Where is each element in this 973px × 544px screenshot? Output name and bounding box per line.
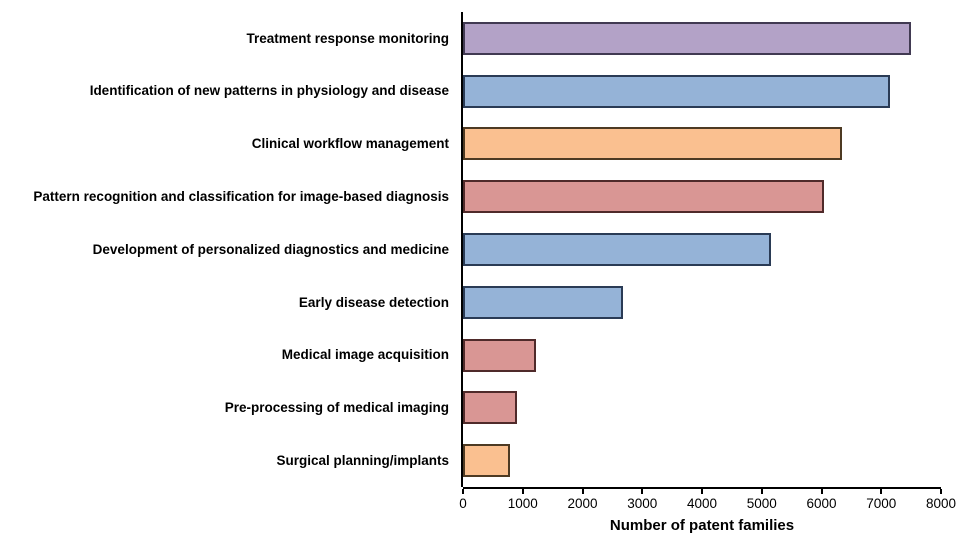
x-axis-title: Number of patent families bbox=[609, 517, 795, 534]
category-label: Medical image acquisition bbox=[281, 347, 449, 363]
bar-track bbox=[461, 223, 941, 276]
bar bbox=[463, 338, 536, 372]
bar-track bbox=[461, 117, 941, 171]
x-axis-tick-label: 6000 bbox=[806, 496, 837, 511]
bar-row: Clinical workflow management bbox=[0, 117, 941, 171]
x-axis-tick bbox=[462, 489, 464, 494]
x-axis-tick bbox=[940, 489, 942, 494]
x-axis-tick-label: 5000 bbox=[746, 496, 777, 511]
x-axis-tick bbox=[641, 489, 644, 494]
bar-row: Development of personalized diagnostics … bbox=[0, 223, 941, 276]
x-axis-tick-label: 8000 bbox=[925, 496, 957, 511]
x-axis-tick-label: 3000 bbox=[627, 496, 658, 511]
bar-row: Treatment response monitoring bbox=[0, 12, 941, 65]
bar-row: Pattern recognition and classification f… bbox=[0, 170, 941, 224]
bar-row: Early disease detection bbox=[0, 275, 941, 329]
bar-row: Identification of new patterns in physio… bbox=[0, 64, 941, 118]
bar-track bbox=[461, 328, 941, 382]
bar-row: Surgical planning/implants bbox=[0, 434, 941, 488]
bar bbox=[463, 391, 517, 425]
bar bbox=[463, 444, 510, 478]
x-axis-tick-label: 7000 bbox=[866, 496, 897, 511]
category-label: Surgical planning/implants bbox=[276, 452, 449, 468]
bar bbox=[463, 127, 843, 161]
bar-row: Pre-processing of medical imaging bbox=[0, 381, 941, 435]
category-label: Treatment response monitoring bbox=[246, 30, 449, 46]
bar bbox=[463, 180, 825, 214]
x-axis-tick-label: 4000 bbox=[686, 496, 718, 511]
bar-track bbox=[461, 381, 941, 435]
bar-track bbox=[461, 434, 941, 488]
category-label: Identification of new patterns in physio… bbox=[89, 83, 449, 99]
bar-track bbox=[461, 64, 941, 118]
category-label: Development of personalized diagnostics … bbox=[92, 241, 449, 257]
category-label: Clinical workflow management bbox=[251, 136, 449, 152]
bar bbox=[463, 74, 891, 108]
x-axis-tick bbox=[581, 489, 584, 494]
bar bbox=[463, 285, 623, 319]
category-label: Pattern recognition and classification f… bbox=[33, 188, 449, 204]
x-axis-tick-label: 0 bbox=[459, 496, 467, 511]
bar-track bbox=[461, 12, 941, 65]
bar bbox=[463, 21, 912, 55]
x-axis-tick-label: 1000 bbox=[507, 496, 538, 511]
bar-track bbox=[461, 170, 941, 224]
category-label: Pre-processing of medical imaging bbox=[224, 400, 449, 416]
x-axis-tick-label: 2000 bbox=[567, 496, 598, 511]
x-axis-tick bbox=[760, 489, 763, 494]
bar-track bbox=[461, 275, 941, 329]
bar-row: Medical image acquisition bbox=[0, 328, 941, 382]
x-axis-tick bbox=[820, 489, 823, 494]
x-axis-tick bbox=[521, 489, 524, 494]
bar bbox=[463, 233, 771, 267]
x-axis-line bbox=[463, 487, 941, 489]
category-label: Early disease detection bbox=[298, 294, 449, 310]
x-axis-tick bbox=[880, 489, 883, 494]
x-axis-tick bbox=[701, 489, 703, 494]
